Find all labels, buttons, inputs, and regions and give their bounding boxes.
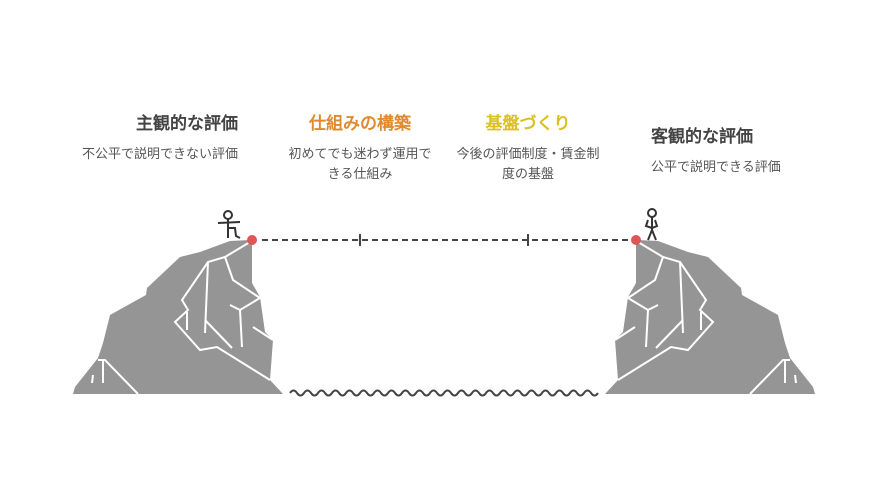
step-desc-foundation: 今後の評価制度・賃金制度の基盤 <box>456 147 600 182</box>
left-person-icon <box>217 210 241 239</box>
step-title-goal: 客観的な評価 <box>651 127 753 147</box>
end-marker <box>631 235 641 245</box>
right-cliff <box>604 239 816 395</box>
step-title-foundation: 基盤づくり <box>485 114 571 134</box>
left-cliff <box>73 240 283 395</box>
start-marker <box>247 235 257 245</box>
step-title-system: 仕組みの構築 <box>309 114 411 134</box>
water-wave <box>289 389 599 397</box>
step-desc-current: 不公平で説明できない評価 <box>81 147 238 162</box>
step-desc-system: 初めてでも迷わず運用できる仕組み <box>288 147 432 182</box>
step-title-current: 主観的な評価 <box>136 114 238 134</box>
step-desc-goal: 公平で説明できる評価 <box>651 160 781 175</box>
right-person-icon <box>644 208 659 241</box>
